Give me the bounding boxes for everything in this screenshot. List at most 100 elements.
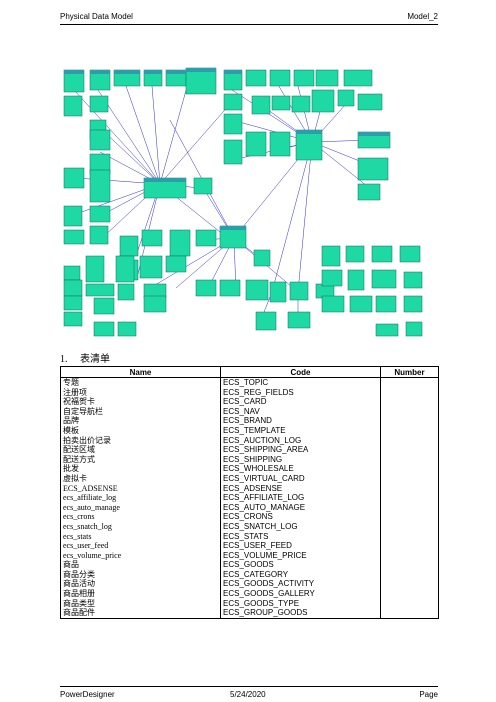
cell-name: 拍卖出价记录 — [60, 435, 221, 446]
cell-code: ECS_BRAND — [220, 416, 381, 426]
cell-code: ECS_SHIPPING_AREA — [220, 445, 381, 455]
cell-name: ecs_crons — [60, 512, 221, 522]
cell-code: ECS_CRONS — [220, 512, 381, 522]
cell-code: ECS_VOLUME_PRICE — [220, 550, 381, 561]
section-number: 1. — [60, 354, 68, 365]
cell-number — [380, 406, 439, 417]
cell-number — [380, 435, 439, 446]
cell-number — [380, 493, 439, 503]
cell-number — [380, 473, 439, 484]
cell-name: ECS_ADSENSE — [60, 483, 221, 494]
section-title: 表清单 — [80, 354, 110, 365]
cell-code: ECS_REG_FIELDS — [220, 387, 381, 398]
cell-name: ecs_snatch_log — [60, 521, 221, 532]
cell-code: ECS_AUTO_MANAGE — [220, 502, 381, 513]
page-header: Physical Data Model Model_2 — [60, 8, 438, 25]
cell-code: ECS_NAV — [220, 406, 381, 417]
cell-code: ECS_SNATCH_LOG — [220, 521, 381, 532]
cell-name: 品牌 — [60, 416, 221, 426]
cell-code: ECS_VIRTUAL_CARD — [220, 473, 381, 484]
cell-number — [380, 512, 439, 522]
cell-name: 商品配件 — [60, 608, 221, 619]
cell-number — [380, 445, 439, 455]
cell-name: 注册项 — [60, 387, 221, 398]
cell-number — [380, 377, 439, 388]
cell-number — [380, 425, 439, 436]
cell-name: 虚拟卡 — [60, 473, 221, 484]
header-right: Model_2 — [407, 12, 438, 21]
cell-name: 商品活动 — [60, 579, 221, 590]
cell-name: 祝福贺卡 — [60, 397, 221, 407]
page-footer: PowerDesigner 5/24/2020 Page — [60, 686, 438, 699]
cell-code: ECS_CATEGORY — [220, 569, 381, 580]
cell-code: ECS_GOODS_GALLERY — [220, 589, 381, 599]
column-header-number: Number — [380, 366, 439, 378]
cell-number — [380, 502, 439, 513]
cell-name: 配送方式 — [60, 454, 221, 465]
column-header-name: Name — [60, 366, 221, 378]
cell-code: ECS_GOODS_ACTIVITY — [220, 579, 381, 590]
cell-code: ECS_TOPIC — [220, 377, 381, 388]
cell-code: ECS_GROUP_GOODS — [220, 608, 381, 619]
cell-name: ecs_stats — [60, 531, 221, 542]
cell-code: ECS_SHIPPING — [220, 454, 381, 465]
header-left: Physical Data Model — [60, 12, 133, 21]
column-header-code: Code — [220, 366, 381, 378]
cell-code: ECS_WHOLESALE — [220, 464, 381, 474]
cell-code: ECS_CARD — [220, 397, 381, 407]
cell-number — [380, 454, 439, 465]
footer-right: Page — [419, 690, 438, 699]
cell-number — [380, 521, 439, 532]
physical-data-model-diagram — [63, 67, 423, 337]
cell-number — [380, 579, 439, 590]
cell-name: ecs_auto_manage — [60, 502, 221, 513]
cell-number — [380, 531, 439, 542]
cell-name: 批发 — [60, 464, 221, 474]
cell-number — [380, 608, 439, 619]
cell-number — [380, 541, 439, 551]
cell-code: ECS_AFFILIATE_LOG — [220, 493, 381, 503]
cell-number — [380, 416, 439, 426]
cell-name: 配送区域 — [60, 445, 221, 455]
cell-code: ECS_ADSENSE — [220, 483, 381, 494]
section-heading: 1. 表清单 — [60, 350, 110, 365]
cell-name: 商品相册 — [60, 589, 221, 599]
cell-name: 专题 — [60, 377, 221, 388]
cell-name: ecs_affiliate_log — [60, 493, 221, 503]
cell-number — [380, 387, 439, 398]
cell-code: ECS_USER_FEED — [220, 541, 381, 551]
cell-name: 商品分类 — [60, 569, 221, 580]
footer-date: 5/24/2020 — [230, 690, 266, 699]
cell-number — [380, 569, 439, 580]
cell-number — [380, 598, 439, 609]
entity-boxes — [63, 67, 423, 337]
entity-headers — [64, 68, 390, 230]
cell-name: 模板 — [60, 425, 221, 436]
cell-code: ECS_STATS — [220, 531, 381, 542]
cell-number — [380, 550, 439, 561]
